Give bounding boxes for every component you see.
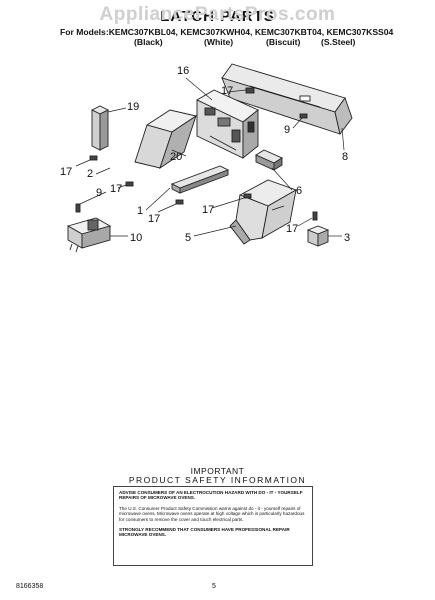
document-number: 8166358 (16, 583, 44, 590)
watermark: AppliancePartsPros.com (99, 4, 336, 25)
callout-5: 5 (185, 232, 191, 244)
part-10-switch (66, 217, 112, 253)
part-1-bar (170, 165, 230, 194)
color-biscuit: (Biscuit) (266, 37, 301, 47)
safety-heading: PRODUCT SAFETY INFORMATION (128, 475, 307, 485)
safety-para-1: ADVISE CONSUMERS OF AN ELECTROCUTION HAZ… (119, 490, 303, 501)
color-steel: (S.Steel) (321, 37, 356, 47)
part-20-cover (134, 109, 198, 170)
page-title: LATCH PARTS (160, 8, 275, 25)
callout-1: 1 (137, 205, 143, 217)
important-heading: IMPORTANT (190, 466, 245, 476)
callout-19: 19 (127, 101, 139, 113)
callout-17: 17 (148, 213, 160, 225)
leader-lines (75, 77, 345, 237)
screws (75, 87, 318, 221)
callout-17: 17 (202, 204, 214, 216)
callout-3: 3 (344, 232, 350, 244)
callout-17: 17 (286, 223, 298, 235)
callout-8: 8 (342, 151, 348, 163)
callout-9: 9 (284, 124, 290, 136)
callout-17: 17 (60, 166, 72, 178)
callout-9: 9 (96, 187, 102, 199)
part-19-stop (90, 105, 110, 151)
callout-6: 6 (296, 185, 302, 197)
part-3-bracket (306, 225, 330, 247)
part-6-block (255, 149, 283, 171)
callout-16: 16 (177, 65, 189, 77)
safety-notice-box: ADVISE CONSUMERS OF AN ELECTROCUTION HAZ… (113, 486, 313, 566)
safety-para-3: STRONGLY RECOMMEND THAT CONSUMERS HAVE P… (119, 527, 290, 538)
callout-17: 17 (221, 85, 233, 97)
part-5-bracket (229, 179, 298, 245)
callout-10: 10 (130, 232, 142, 244)
callout-20: 20 (170, 151, 182, 163)
part-16-latch-assembly (196, 89, 259, 159)
models-line: For Models:KEMC307KBL04, KEMC307KWH04, K… (60, 27, 394, 37)
page-number: 5 (212, 583, 216, 590)
callout-17: 17 (110, 183, 122, 195)
safety-para-2: The U.S. Consumer Product Safety Commiss… (119, 505, 305, 522)
latch-parts-diagram: 16 17 19 9 8 17 20 2 17 17 6 9 1 17 17 1… (60, 63, 353, 253)
color-black: (Black) (134, 37, 163, 47)
color-white: (White) (204, 37, 234, 47)
callout-2: 2 (87, 168, 93, 180)
